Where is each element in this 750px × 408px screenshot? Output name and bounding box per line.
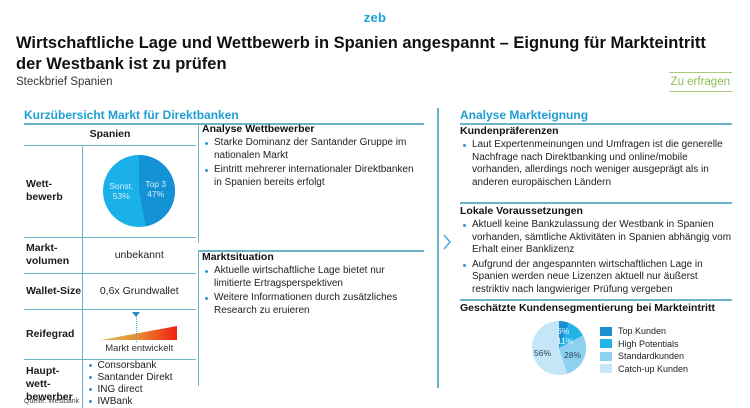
competitor-list: Consorsbank Santander Direkt ING direct … — [83, 360, 197, 408]
legend-item-catchup-kunden: Catch-up Kunden — [600, 363, 688, 376]
seg-label-catchup: 56% — [534, 348, 552, 358]
section-rule-left — [24, 123, 424, 125]
list-item: ING direct — [88, 384, 197, 396]
seg-label-standard: 28% — [564, 350, 582, 360]
block-marktsituation: Marktsituation Aktuelle wirtschaftliche … — [198, 251, 422, 386]
market-overview-table: Spanien Wett-bewerb Sonst. 53% Top 3 47% — [24, 123, 196, 408]
legend-swatch — [600, 364, 612, 374]
table-row-wallet-size: Wallet-Size 0,6x Grundwallet — [24, 273, 196, 310]
list-item: Santander Direkt — [88, 372, 197, 384]
list-item: Weitere Informationen durch zusätzliches… — [202, 292, 422, 317]
segmentation-pie-chart: 6% 11% 28% 56% — [531, 320, 587, 381]
table-row-marktvolumen: Markt-volumen unbekannt — [24, 237, 196, 274]
segmentation-legend: Top Kunden High Potentials Standardkunde… — [600, 325, 688, 375]
heading-segmentierung: Geschätzte Kundensegmentierung bei Markt… — [460, 302, 715, 314]
divider-right-2 — [460, 299, 732, 301]
divider-mid — [198, 250, 424, 252]
legend-item-top-kunden: Top Kunden — [600, 325, 688, 338]
legend-swatch — [600, 326, 612, 336]
list-item: Aktuelle wirtschaftliche Lage bietet nur… — [202, 265, 422, 290]
heading-marktsituation: Marktsituation — [202, 251, 274, 263]
competitor-list-cell: Consorsbank Santander Direkt ING direct … — [81, 359, 197, 408]
divider-right-1 — [460, 202, 732, 204]
page-subtitle: Steckbrief Spanien — [16, 76, 113, 88]
maturity-gradient-indicator: Markt entwickelt — [99, 312, 179, 356]
row-label-hauptwettbewerber: Haupt-wett-bewerber — [26, 364, 73, 403]
zeb-logo: zeb — [363, 10, 387, 25]
block-kundenpraeferenzen: Kundenpräferenzen Laut Expertenmeinungen… — [460, 125, 732, 191]
competition-pie-cell: Sonst. 53% Top 3 47% — [81, 145, 196, 238]
bullets-kundenpraeferenzen: Laut Expertenmeinungen und Umfragen ist … — [460, 139, 732, 189]
status-tag: Zu erfragen — [668, 72, 732, 92]
list-item: Starke Dominanz der Santander Gruppe im … — [202, 137, 422, 162]
table-row-hauptwettbewerber: Haupt-wett-bewerber Consorsbank Santande… — [24, 359, 196, 408]
heading-lokale-voraussetzungen: Lokale Voraussetzungen — [460, 205, 583, 217]
column-divider — [437, 108, 439, 388]
maturity-marker-arrow-icon — [132, 312, 141, 317]
page-title: Wirtschaftliche Lage und Wettbewerb in S… — [16, 34, 706, 73]
legend-swatch — [600, 351, 612, 361]
column-header-spanien: Spanien — [24, 123, 196, 146]
list-item: Aktuell keine Bankzulassung der Westbank… — [460, 219, 732, 257]
section-rule-right — [460, 123, 732, 125]
maturity-marker-line — [136, 312, 138, 342]
bullets-wettbewerber: Starke Dominanz der Santander Gruppe im … — [202, 137, 422, 189]
list-item: Aufgrund der angespannten wirtschaftlich… — [460, 259, 732, 297]
list-item: IWBank — [88, 396, 197, 408]
list-item: Laut Expertenmeinungen und Umfragen ist … — [460, 139, 732, 189]
bullets-lokale-voraussetzungen: Aktuell keine Bankzulassung der Westbank… — [460, 219, 732, 296]
row-label-reifegrad: Reifegrad — [24, 309, 82, 360]
section-title-kurzuebersicht: Kurzübersicht Markt für Direktbanken — [24, 108, 239, 122]
competition-pie-chart: Sonst. 53% Top 3 47% — [103, 155, 176, 227]
legend-item-standardkunden: Standardkunden — [600, 350, 688, 363]
pie-label-top3: Top 3 47% — [145, 179, 167, 199]
block-segmentierung: Geschätzte Kundensegmentierung bei Markt… — [460, 302, 732, 316]
list-item: Eintritt mehrerer internationaler Direkt… — [202, 164, 422, 189]
table-row-reifegrad: Reifegrad Markt entwickelt — [24, 309, 196, 360]
table-row-wettbewerb: Wett-bewerb Sonst. 53% Top 3 47% — [24, 145, 196, 238]
block-analyse-wettbewerber: Analyse Wettbewerber Starke Dominanz der… — [198, 123, 422, 243]
row-label-marktvolumen: Markt-volumen — [24, 237, 82, 274]
list-item: Consorsbank — [88, 360, 197, 372]
value-wallet-size: 0,6x Grundwallet — [81, 273, 196, 310]
seg-label-top: 6% — [557, 326, 570, 336]
value-marktvolumen: unbekannt — [81, 237, 196, 274]
row-label-wettbewerb: Wett-bewerb — [24, 145, 82, 238]
bullets-marktsituation: Aktuelle wirtschaftliche Lage bietet nur… — [202, 265, 422, 317]
maturity-value: Markt entwickelt — [105, 343, 174, 354]
row-label-wallet-size: Wallet-Size — [24, 273, 82, 310]
pie-label-other: Sonst. 53% — [109, 181, 134, 201]
heading-analyse-wettbewerber: Analyse Wettbewerber — [202, 123, 315, 135]
heading-kundenpraeferenzen: Kundenpräferenzen — [460, 125, 559, 137]
legend-item-high-potentials: High Potentials — [600, 338, 688, 351]
section-title-markteignung: Analyse Markteignung — [460, 108, 589, 122]
source-footnote: Quelle: Westbank — [24, 398, 80, 405]
block-lokale-voraussetzungen: Lokale Voraussetzungen Aktuell keine Ban… — [460, 205, 732, 298]
maturity-indicator-cell: Markt entwickelt — [81, 309, 196, 360]
legend-swatch — [600, 339, 612, 349]
chevron-right-icon — [443, 234, 451, 254]
table-header-row: Spanien — [24, 123, 196, 146]
seg-label-high: 11% — [557, 336, 574, 346]
